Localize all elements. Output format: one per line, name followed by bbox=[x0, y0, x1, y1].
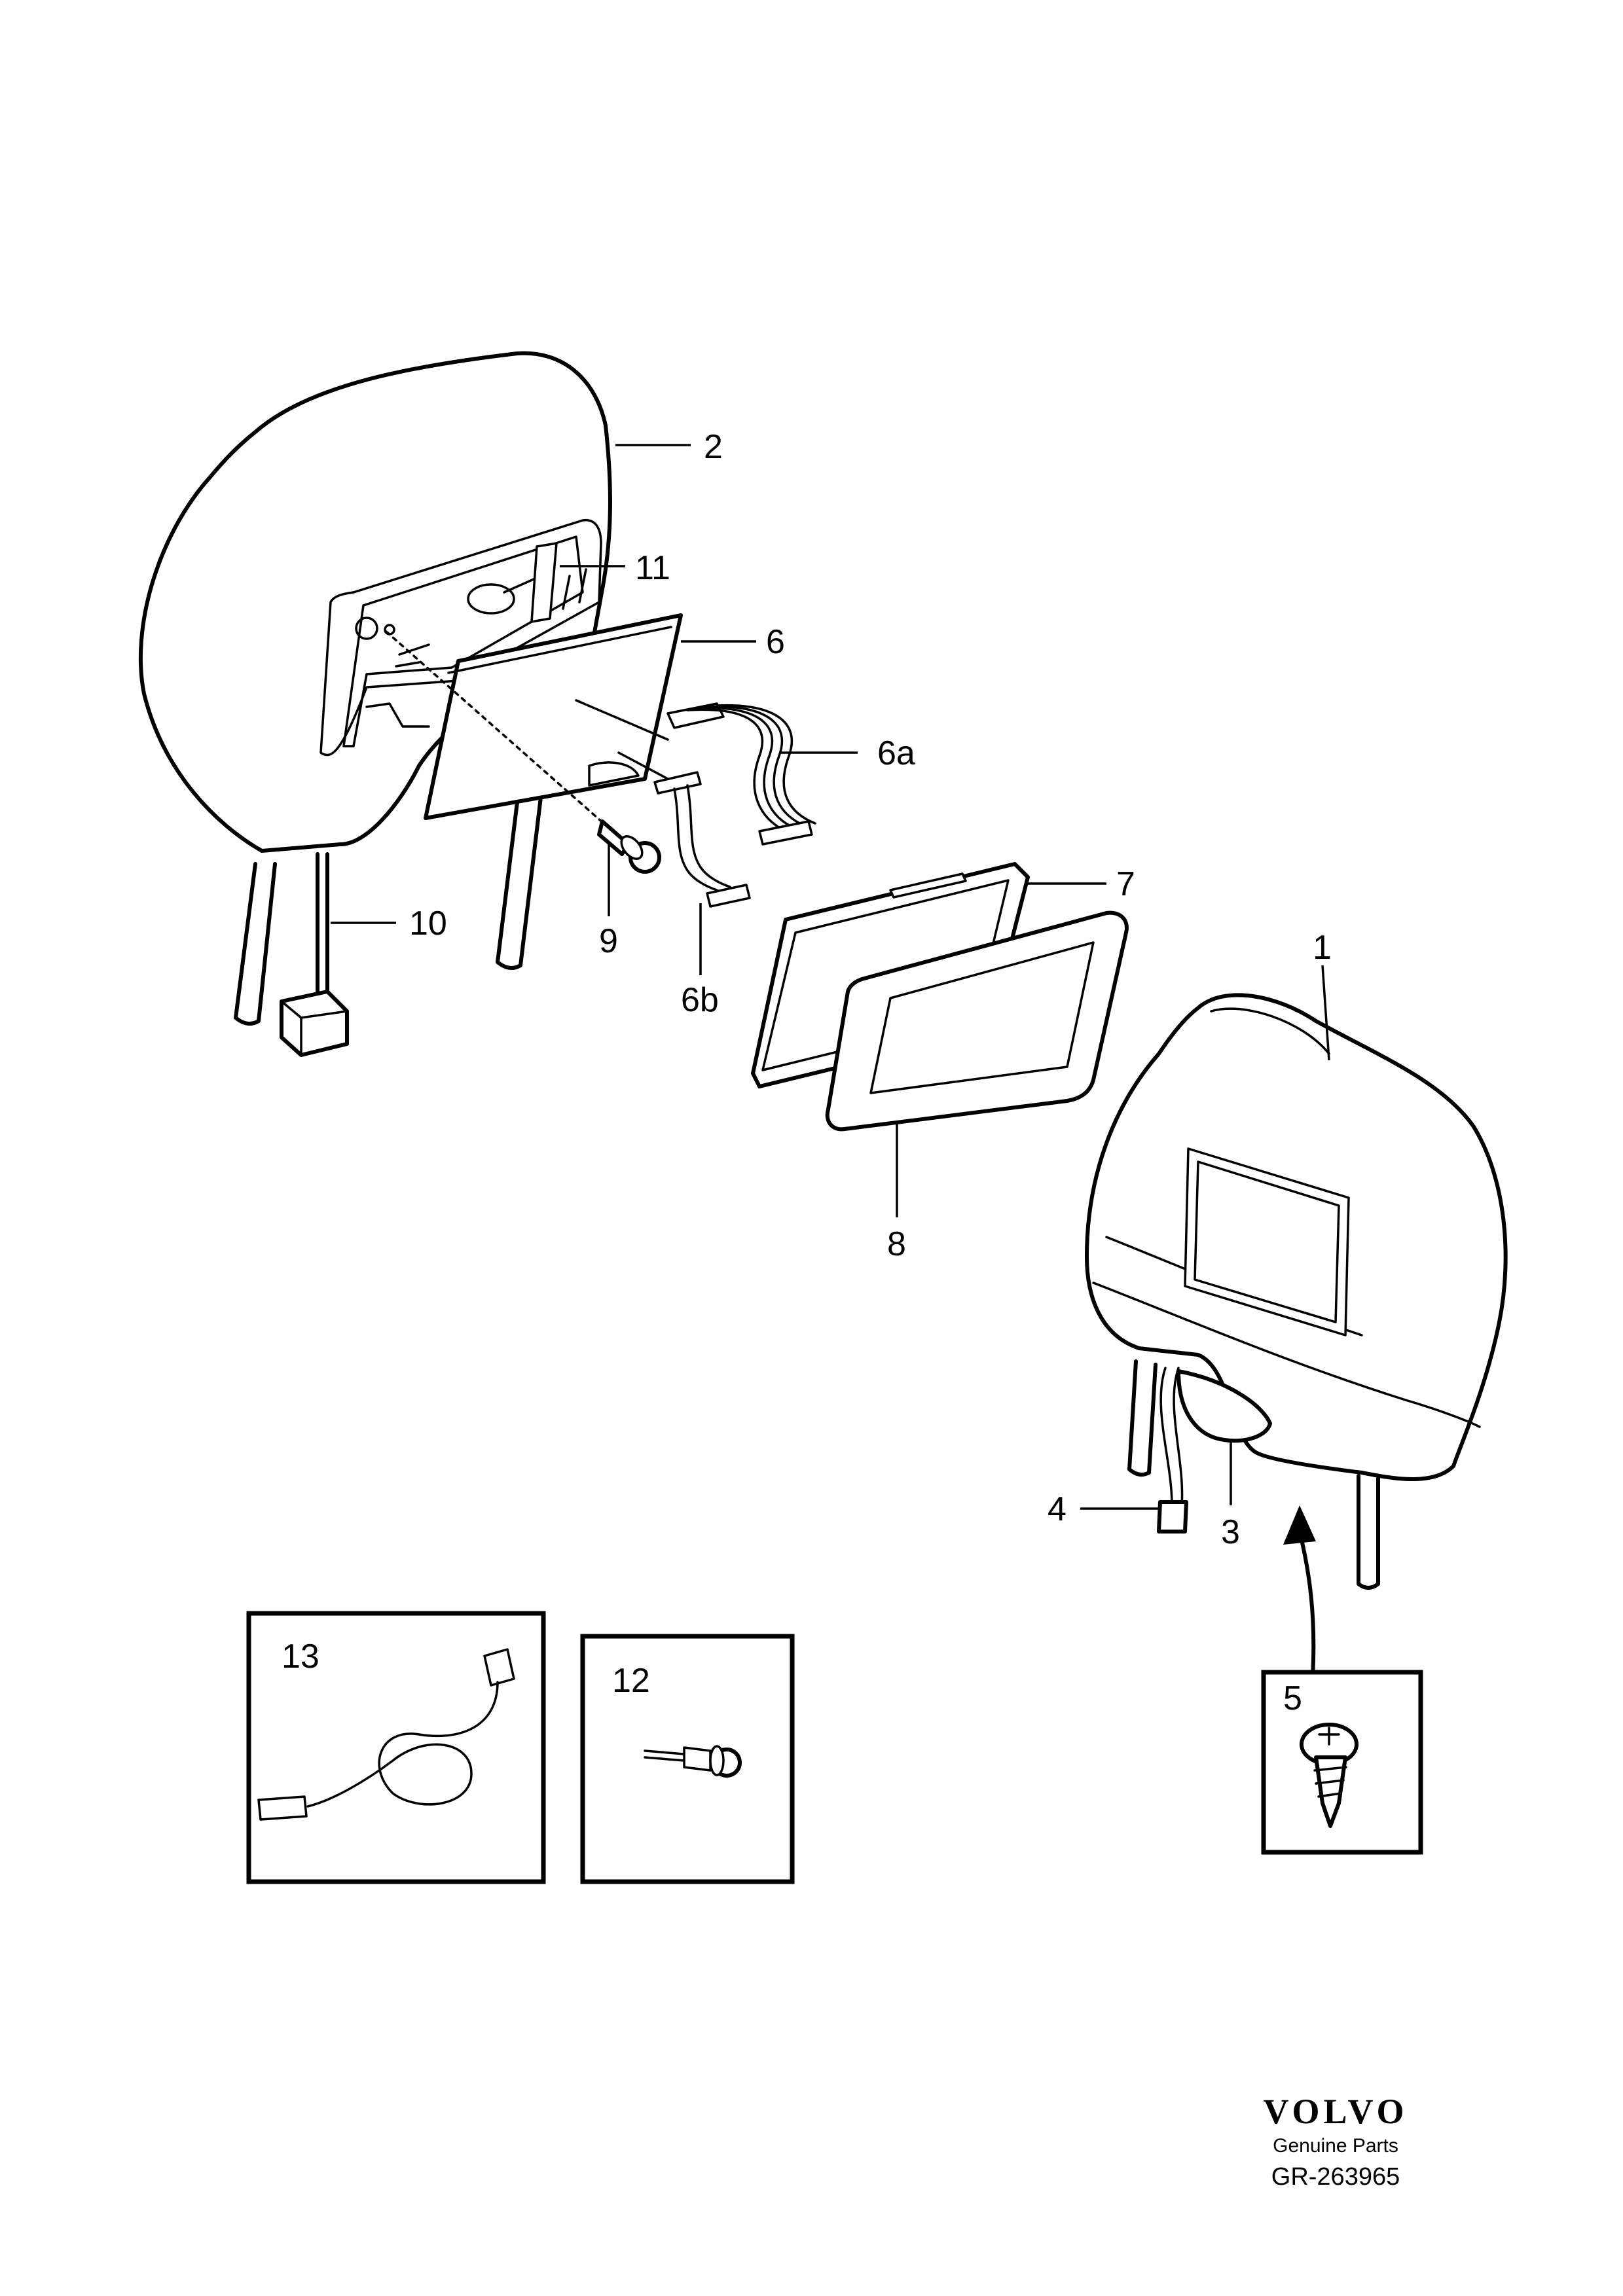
detail-box-part-12 bbox=[580, 1634, 795, 1884]
detail-box-part-5 bbox=[1261, 1670, 1423, 1855]
label-5: 5 bbox=[1283, 1679, 1302, 1717]
label-3: 3 bbox=[1221, 1513, 1240, 1551]
label-1: 1 bbox=[1313, 929, 1332, 967]
drawing-number: GR-263965 bbox=[1271, 2163, 1400, 2191]
label-10: 10 bbox=[409, 905, 447, 942]
label-8: 8 bbox=[887, 1225, 906, 1263]
label-4: 4 bbox=[1048, 1490, 1067, 1528]
ribbon-cable-part-6a bbox=[666, 702, 816, 846]
label-2: 2 bbox=[704, 428, 723, 466]
label-13: 13 bbox=[282, 1638, 319, 1676]
arrow-to-part-5 bbox=[1283, 1505, 1316, 1677]
circuit-board-part-6 bbox=[424, 613, 683, 820]
label-6a: 6a bbox=[877, 734, 915, 772]
label-12: 12 bbox=[612, 1662, 650, 1700]
headrest-shell-part-2 bbox=[138, 351, 612, 1057]
label-6: 6 bbox=[766, 623, 785, 661]
label-7: 7 bbox=[1116, 865, 1135, 903]
label-11: 11 bbox=[635, 549, 670, 587]
headrest-assembly-part-1 bbox=[1085, 993, 1508, 1590]
screw-part-9 bbox=[385, 630, 661, 874]
leader-lines bbox=[331, 444, 1330, 1510]
label-9: 9 bbox=[599, 922, 618, 960]
label-6b: 6b bbox=[681, 981, 719, 1019]
part-labels: 2 11 6 6a 10 9 6b 7 8 1 4 3 5 13 12 bbox=[282, 428, 1332, 1717]
detail-box-part-13 bbox=[246, 1611, 546, 1884]
cable-part-6b bbox=[653, 771, 751, 908]
volvo-logo: VOLVO bbox=[1263, 2092, 1408, 2131]
genuine-parts-text: Genuine Parts bbox=[1273, 2135, 1398, 2157]
frame-part-8 bbox=[825, 910, 1129, 1132]
